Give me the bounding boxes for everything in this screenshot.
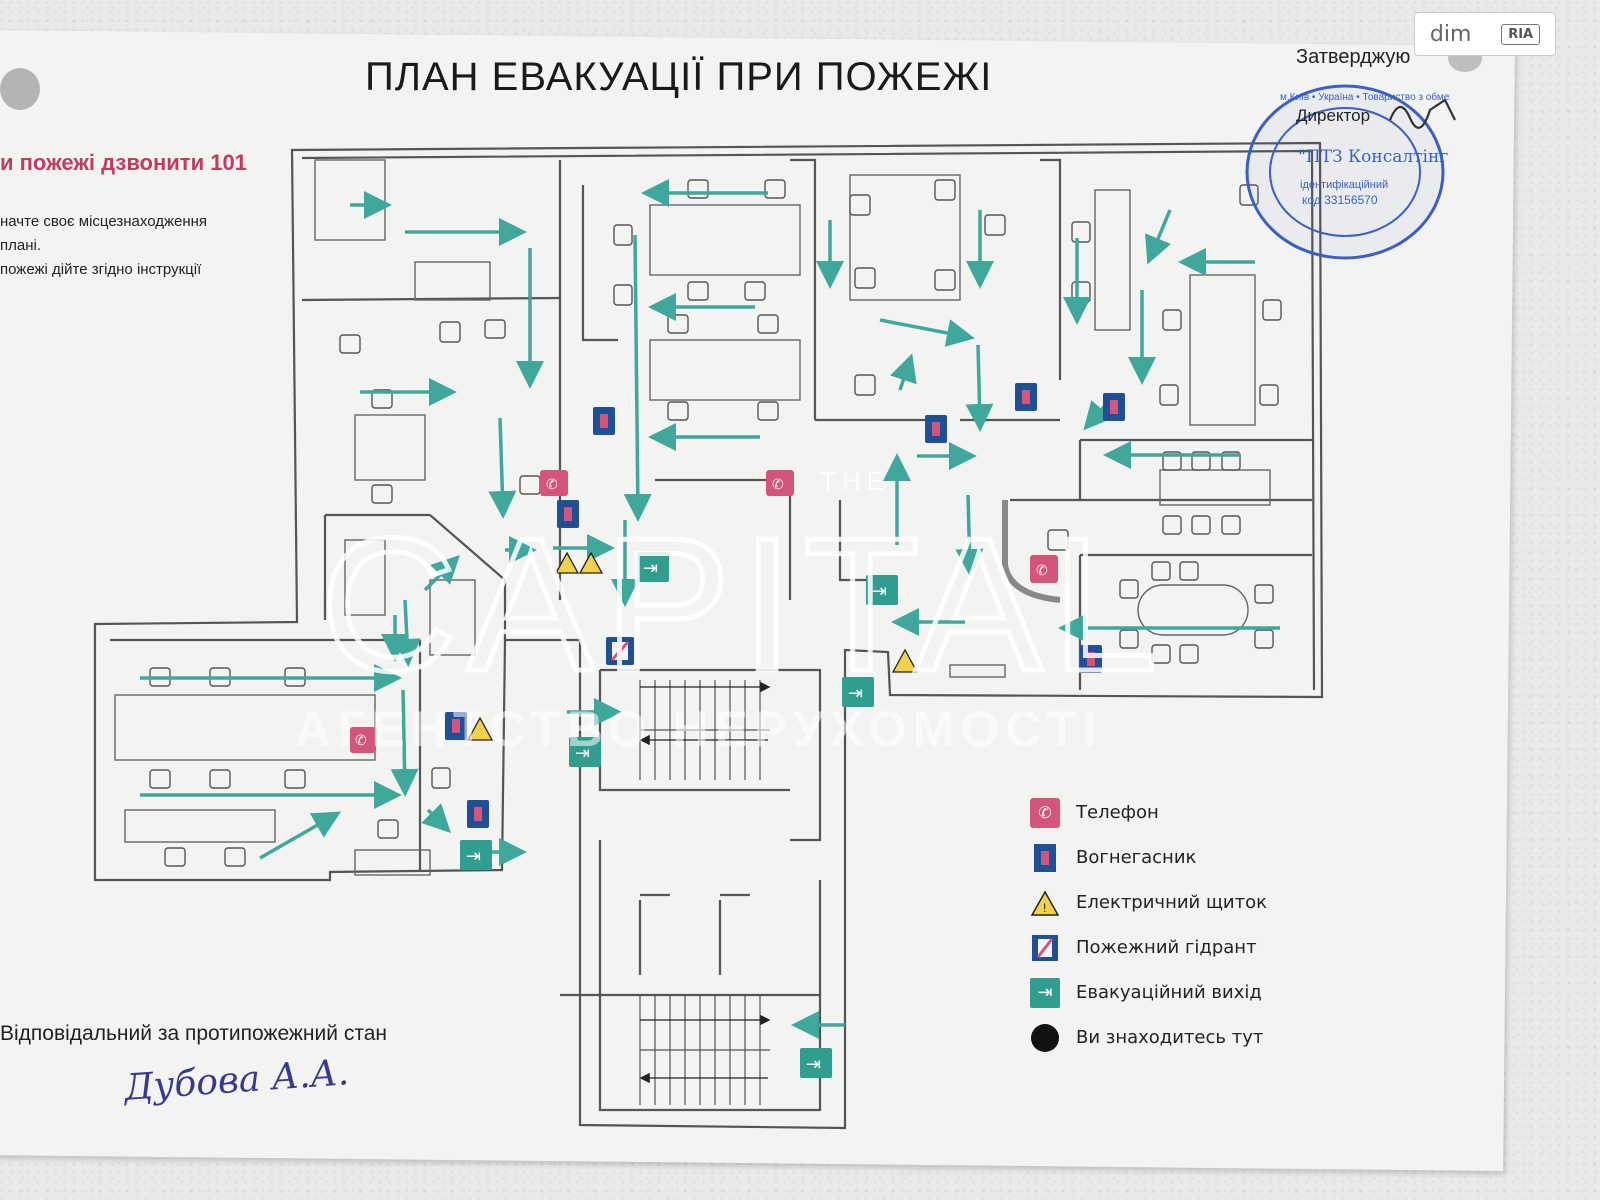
instruction-line: пожежі дійте згідно інструкції	[0, 261, 202, 278]
fire-hydrant-icon	[1030, 933, 1060, 963]
legend-item-electrical: ! Електричний щиток	[1030, 880, 1267, 925]
badge-left: dim	[1429, 21, 1472, 47]
svg-text:⇥: ⇥	[466, 846, 481, 867]
legend-label: Вогнегасник	[1076, 847, 1197, 868]
seal-ring-text: м.Київ • Україна • Товариство з обмежено…	[1280, 91, 1450, 103]
instruction-line: начте своє місцезнаходження	[0, 213, 208, 230]
company-seal: "ПТЗ Консалтінг" ідентифікаційний код 33…	[1245, 84, 1450, 260]
svg-text:✆: ✆	[546, 477, 558, 493]
chairs	[149, 179, 1282, 867]
legend-item-you-are-here: Ви знаходитесь тут	[1030, 1015, 1267, 1060]
electrical-panel-icons	[466, 551, 919, 741]
phone-icons	[350, 470, 1058, 753]
legend-item-extinguisher: Вогнегасник	[1030, 835, 1267, 880]
you-are-here-icon	[1030, 1023, 1060, 1053]
extinguisher-icons	[445, 383, 1125, 828]
legend-item-hydrant: Пожежний гідрант	[1030, 925, 1267, 970]
svg-text:⇥: ⇥	[575, 743, 590, 764]
fire-call-text: и пожежі дзвонити 101	[0, 150, 247, 175]
svg-text:⇥: ⇥	[872, 581, 887, 602]
seal-company: "ПТЗ Консалтінг"	[1298, 147, 1450, 167]
furniture	[114, 159, 1271, 876]
legend: ✆ Телефон Вогнегасник ! Електричний щито…	[1030, 790, 1267, 1060]
legend-label: Евакуаційний вихід	[1076, 982, 1262, 1003]
legend-item-phone: ✆ Телефон	[1030, 790, 1267, 835]
seal-id-label: ідентифікаційний	[1300, 179, 1388, 191]
legend-label: Пожежний гідрант	[1076, 937, 1257, 958]
approve-label: Затверджую	[1296, 46, 1411, 68]
fire-hydrant-icon-plan	[606, 637, 634, 665]
legend-label: Телефон	[1076, 802, 1159, 823]
page-title: ПЛАН ЕВАКУАЦІЇ ПРИ ПОЖЕЖІ	[365, 55, 993, 99]
extinguisher-icon	[1030, 843, 1060, 873]
svg-text:⇥: ⇥	[643, 558, 658, 579]
evacuation-routes	[140, 179, 1280, 1039]
svg-text:✆: ✆	[1036, 563, 1048, 579]
electrical-panel-icon: !	[1030, 888, 1060, 918]
seal-code: код 33156570	[1302, 193, 1378, 207]
director-label: Директор	[1296, 106, 1371, 125]
emergency-exit-icon: ⇥	[1030, 977, 1060, 1008]
staircase-upper	[639, 680, 770, 780]
walls	[93, 141, 1324, 1130]
legend-label: Ви знаходитесь тут	[1076, 1027, 1264, 1048]
svg-text:⇥: ⇥	[806, 1054, 821, 1075]
svg-text:✆: ✆	[772, 477, 784, 493]
badge-right: RIA	[1501, 23, 1541, 45]
svg-text:✆: ✆	[355, 733, 367, 749]
responsible-label: Відповідальний за протипожежний стан	[0, 1022, 387, 1045]
director-signature	[1388, 98, 1456, 129]
legend-item-exit: ⇥ Евакуаційний вихід	[1030, 970, 1267, 1015]
phone-icon: ✆	[1030, 797, 1060, 828]
instruction-line: плані.	[0, 237, 42, 254]
svg-text:!: !	[1043, 901, 1046, 915]
pin-left	[0, 68, 40, 110]
emergency-exit-icons	[460, 552, 898, 1078]
svg-text:⇥: ⇥	[848, 683, 863, 704]
instructions: начте своє місцезнаходження плані. пожеж…	[0, 210, 207, 282]
dimria-badge: dim RIA	[1414, 12, 1556, 56]
legend-label: Електричний щиток	[1076, 892, 1267, 913]
staircase-lower	[639, 995, 770, 1105]
